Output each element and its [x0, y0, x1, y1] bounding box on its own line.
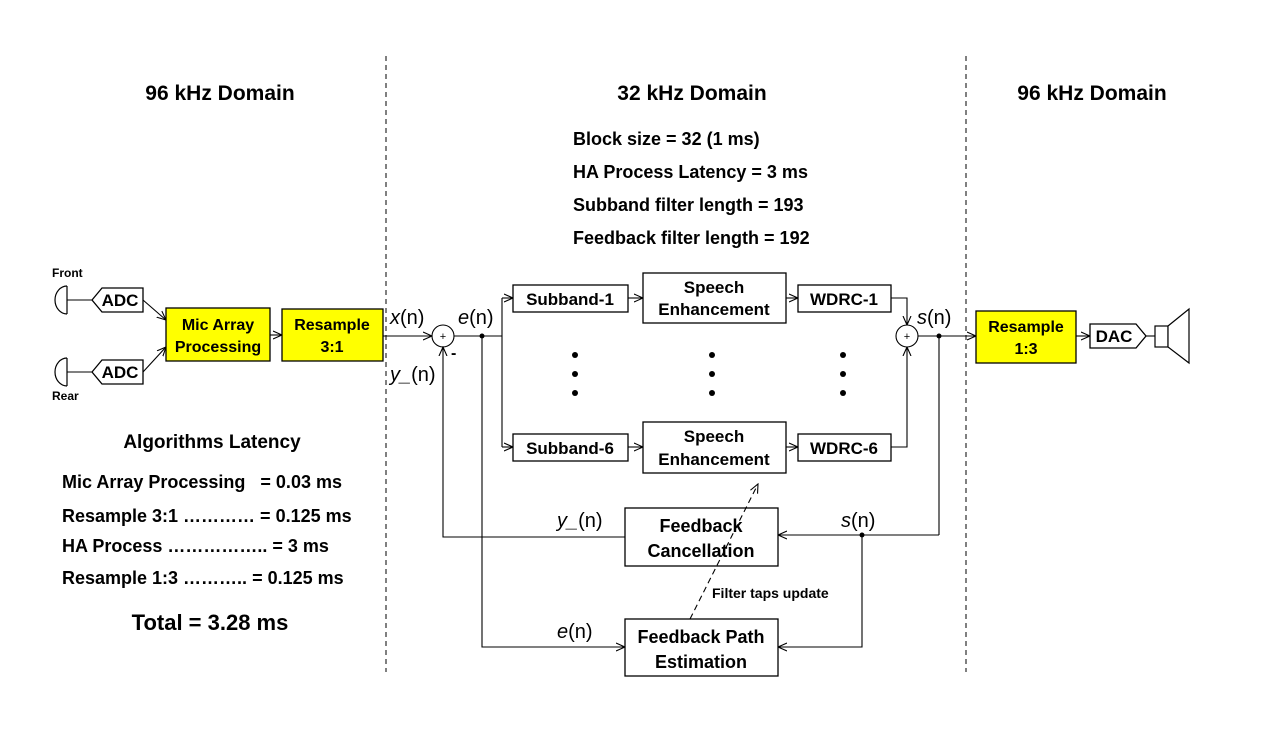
mic-array-line-1: Mic Array	[182, 317, 254, 334]
speech-enhancement-6-block: Speech Enhancement	[642, 421, 787, 474]
resample-up-block: Resample 1:3	[975, 310, 1077, 364]
filter-taps-update-arrow	[689, 484, 758, 620]
subband-1-label: Subband-1	[526, 290, 614, 309]
feedback-cancel-line-2: Cancellation	[647, 541, 754, 561]
resample-down-line-2: 3:1	[320, 339, 343, 356]
domain-heading-right: 96 kHz Domain	[1017, 82, 1166, 105]
mic-front-label: Front	[52, 266, 83, 280]
subband-6-block: Subband-6	[512, 433, 629, 462]
feedback-estimation-block: Feedback Path Estimation	[624, 618, 779, 677]
wdrc-1-label: WDRC-1	[810, 290, 878, 309]
param-block-size: Block size = 32 (1 ms)	[573, 129, 760, 149]
s-signal-label-top: s(n)	[917, 307, 951, 329]
filter-taps-label: Filter taps update	[712, 585, 829, 601]
y-signal-label-bottom: y_(n)	[555, 510, 603, 532]
mic-array-line-2: Processing	[175, 339, 261, 356]
speech-enh-6-line-1: Speech	[684, 427, 744, 446]
y-feedback-arrow	[443, 347, 625, 538]
mic-rear-label: Rear	[52, 389, 79, 403]
domain-heading-left: 96 kHz Domain	[145, 82, 294, 105]
adc-rear-arrow	[142, 347, 166, 373]
feedback-est-line-1: Feedback Path	[637, 627, 764, 647]
feedback-cancel-line-1: Feedback	[659, 516, 743, 536]
x-signal-label: x(n)	[389, 307, 424, 329]
mic-array-block: Mic Array Processing	[165, 307, 271, 362]
latency-row-resample-down: Resample 3:1 ………… = 0.125 ms	[62, 506, 352, 526]
e-signal-label-bottom: e(n)	[557, 621, 593, 643]
dac-label: DAC	[1096, 327, 1133, 346]
svg-text:+: +	[440, 331, 446, 343]
resample-up-line-2: 1:3	[1014, 341, 1037, 358]
dac-block: DAC	[1089, 323, 1147, 349]
adc-rear-label: ADC	[102, 363, 139, 382]
domain-heading-center: 32 kHz Domain	[617, 82, 766, 105]
more-subbands-dots	[572, 352, 846, 396]
summing-junction-output: +	[895, 324, 919, 348]
minus-sign: -	[451, 345, 456, 362]
resample-down-line-1: Resample	[294, 317, 370, 334]
latency-title: Algorithms Latency	[123, 432, 301, 453]
wdrc-6-to-sum-arrow	[891, 347, 907, 448]
subband-1-block: Subband-1	[512, 284, 629, 313]
feedback-cancellation-block: Feedback Cancellation	[624, 507, 779, 567]
feedback-est-line-2: Estimation	[655, 652, 747, 672]
wdrc-6-block: WDRC-6	[797, 433, 892, 462]
mic-front-icon	[54, 285, 92, 315]
summing-junction-input: +	[431, 324, 455, 348]
speech-enh-1-line-1: Speech	[684, 278, 744, 297]
resample-down-block: Resample 3:1	[281, 308, 384, 362]
y-signal-label-left: y_(n)	[388, 364, 436, 386]
mic-rear-icon	[54, 357, 92, 387]
subband-6-label: Subband-6	[526, 439, 614, 458]
speech-enhancement-1-block: Speech Enhancement	[642, 272, 787, 324]
latency-row-ha-process: HA Process …………….. = 3 ms	[62, 536, 329, 556]
latency-row-mic-array: Mic Array Processing = 0.03 ms	[62, 472, 342, 492]
speech-enh-1-line-2: Enhancement	[658, 300, 770, 319]
adc-rear: ADC	[91, 359, 144, 385]
adc-front: ADC	[91, 287, 144, 313]
latency-total: Total = 3.28 ms	[132, 610, 289, 635]
svg-text:+: +	[904, 331, 910, 343]
e-to-estimation-arrow	[481, 336, 625, 647]
speaker-icon	[1154, 307, 1190, 365]
param-subband-length: Subband filter length = 193	[573, 195, 804, 215]
latency-row-resample-up: Resample 1:3 ……….. = 0.125 ms	[62, 568, 344, 588]
s-signal-label-bottom: s(n)	[841, 510, 875, 532]
param-latency: HA Process Latency = 3 ms	[573, 162, 808, 182]
speech-enh-6-line-2: Enhancement	[658, 450, 770, 469]
wdrc-6-label: WDRC-6	[810, 439, 878, 458]
wdrc-1-to-sum-arrow	[891, 297, 907, 325]
wdrc-1-block: WDRC-1	[797, 284, 892, 313]
param-feedback-length: Feedback filter length = 192	[573, 228, 810, 248]
adc-front-label: ADC	[102, 291, 139, 310]
e-signal-label: e(n)	[458, 307, 494, 329]
adc-front-arrow	[142, 299, 166, 320]
resample-up-line-1: Resample	[988, 319, 1064, 336]
s-to-estimation-arrow	[778, 535, 863, 647]
